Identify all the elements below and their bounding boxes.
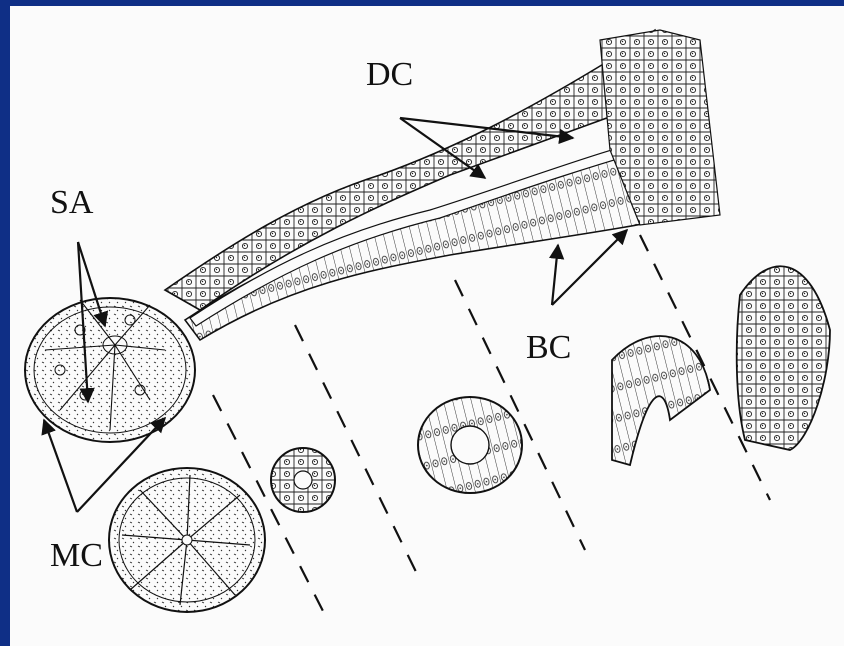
cross-section-large-duct bbox=[737, 266, 830, 450]
diagram-canvas: DC SA BC MC bbox=[10, 6, 844, 646]
cross-section-intercalated-duct bbox=[271, 448, 335, 512]
cross-section-acinus bbox=[109, 468, 265, 612]
secretory-acinus bbox=[25, 298, 195, 442]
gland-diagram bbox=[10, 6, 844, 646]
label-bc: BC bbox=[526, 331, 571, 365]
cross-section-striated-duct bbox=[418, 397, 522, 493]
label-dc: DC bbox=[366, 58, 413, 92]
label-sa: SA bbox=[50, 186, 93, 220]
cross-section-excretory-duct bbox=[612, 336, 710, 465]
bc-arrows bbox=[552, 230, 627, 305]
label-mc: MC bbox=[50, 539, 103, 573]
